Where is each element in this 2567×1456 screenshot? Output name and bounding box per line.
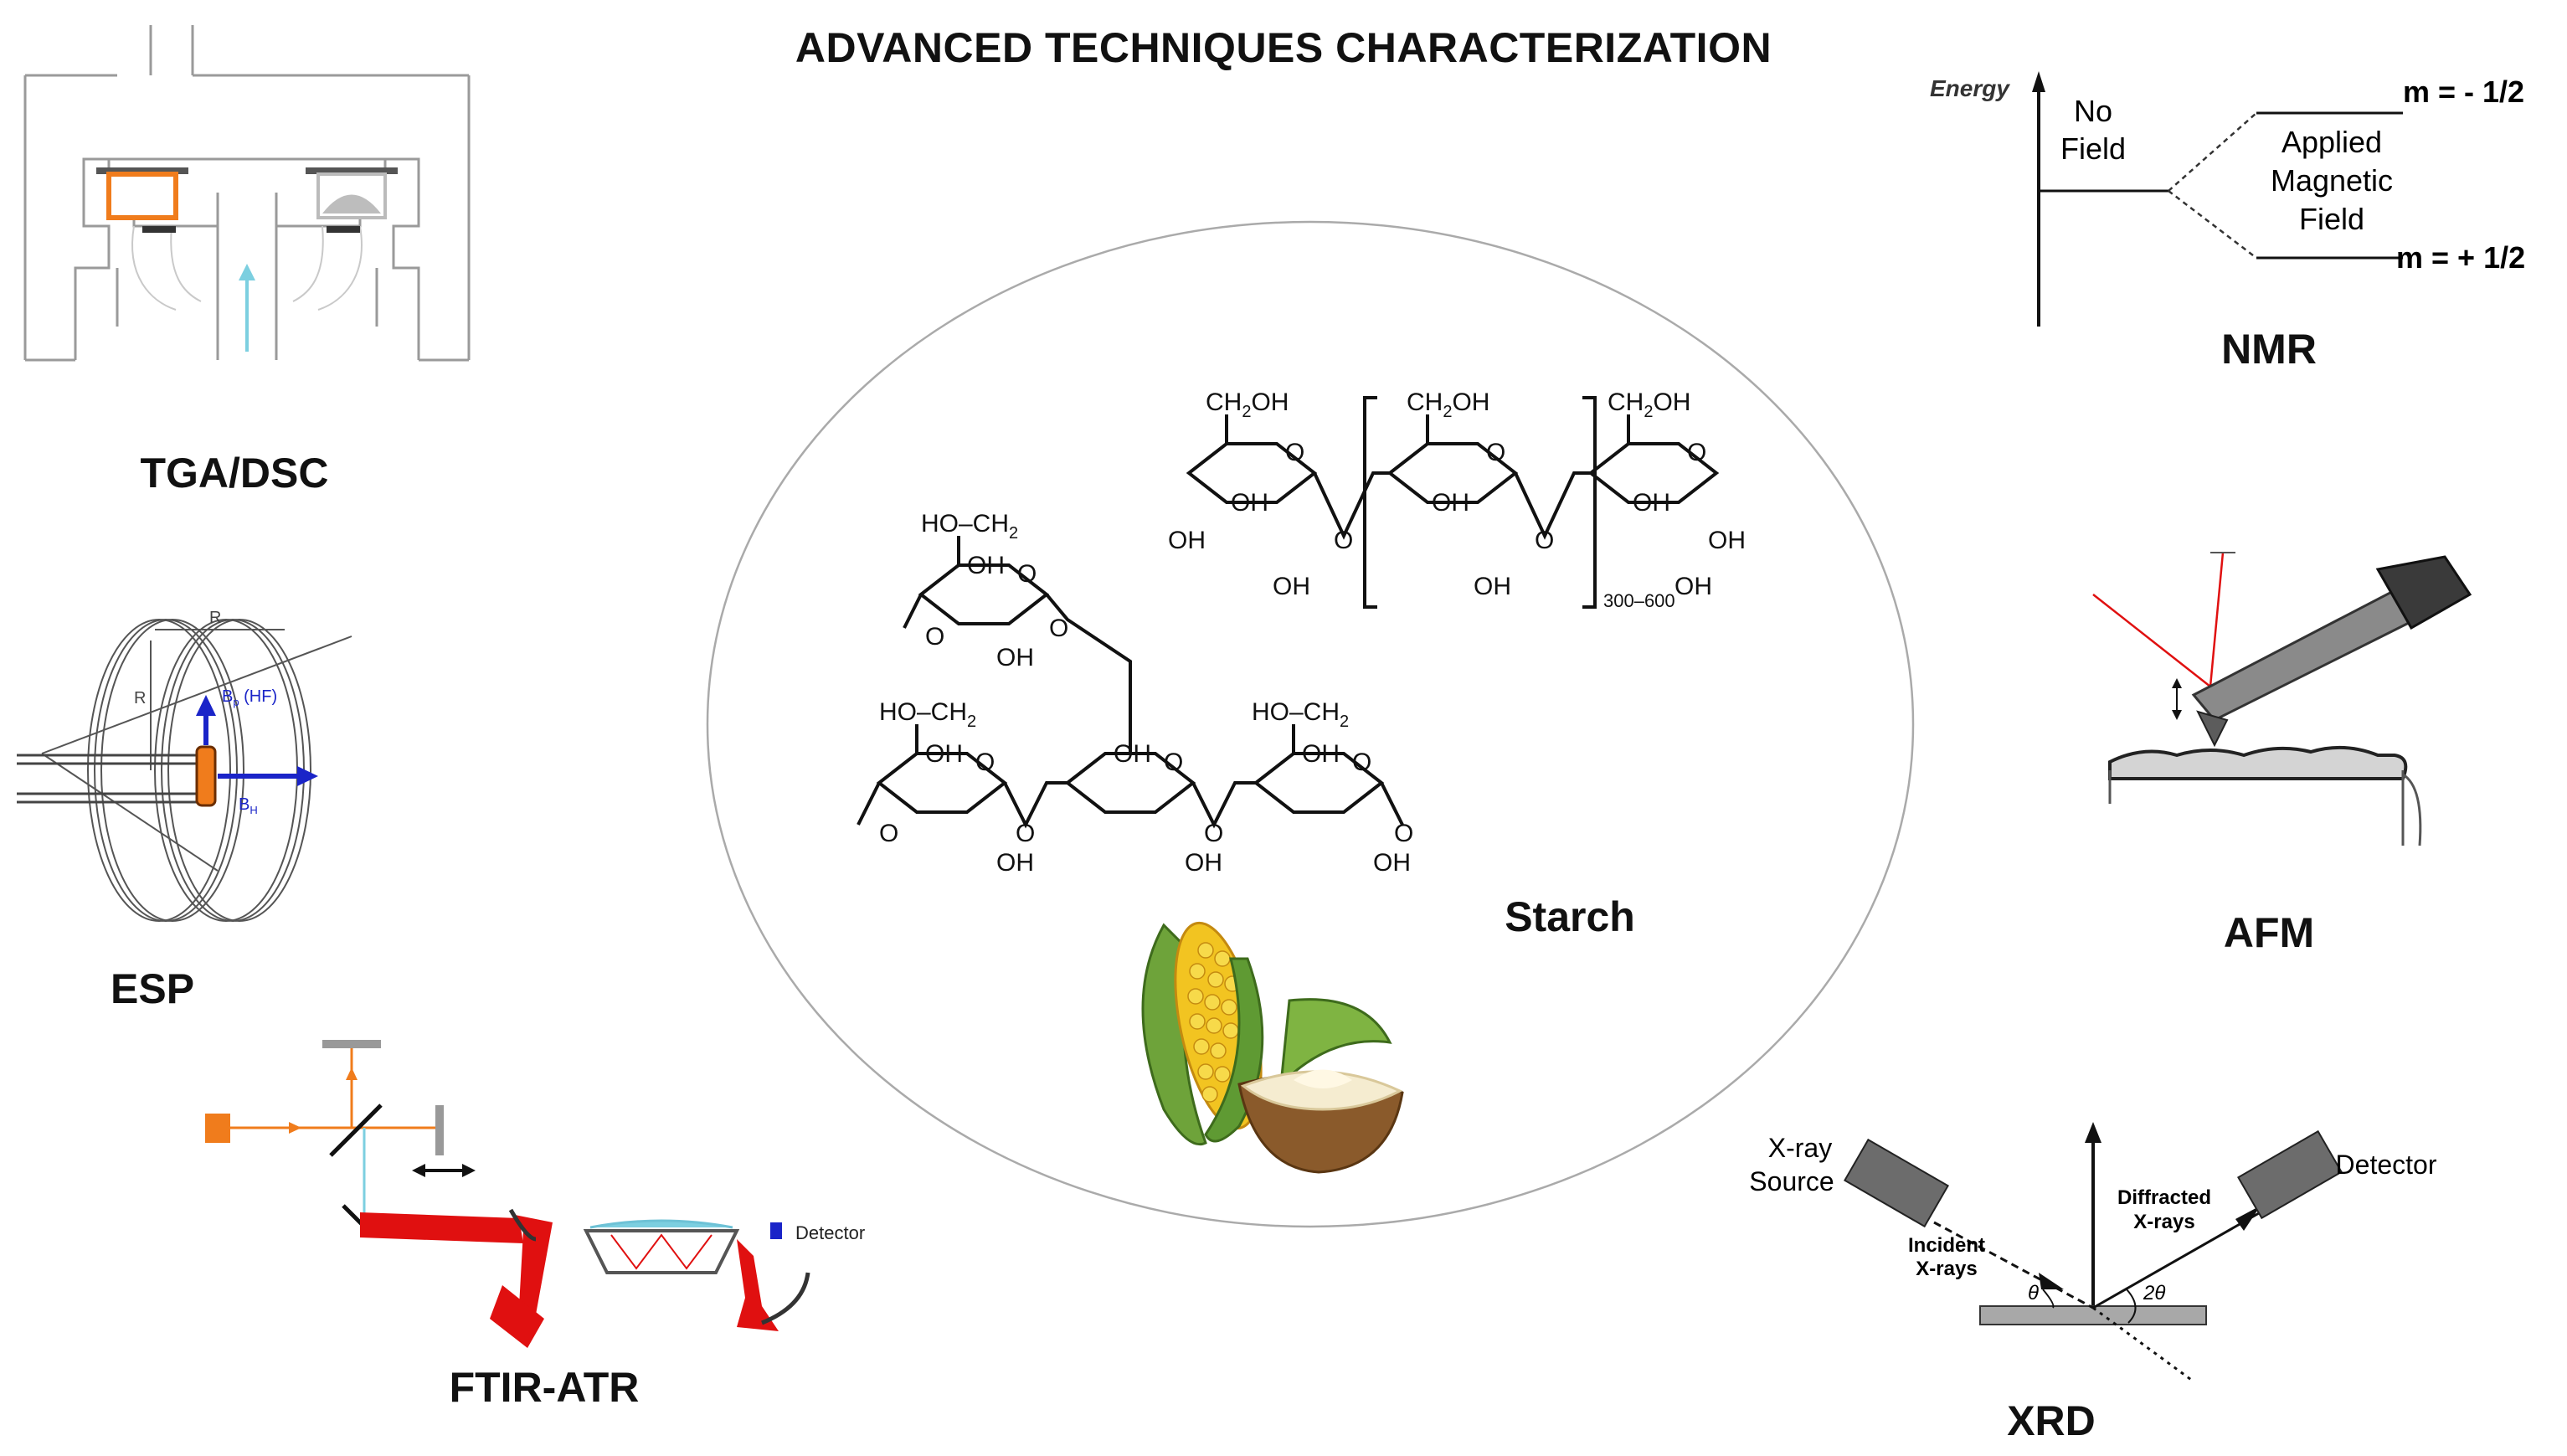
starch-structure: CH2OH CH2OH CH2OH HO–CH2 HO–CH2 HO–CH2 O… xyxy=(857,388,1746,877)
xrd-source-label-1: X-ray xyxy=(1768,1133,1832,1163)
svg-text:CH2OH: CH2OH xyxy=(1206,388,1289,421)
svg-text:OH: OH xyxy=(925,740,963,768)
svg-text:OH: OH xyxy=(1114,740,1151,768)
starch-center-ellipse xyxy=(706,220,1915,1228)
svg-text:O: O xyxy=(1334,527,1353,554)
svg-text:OH: OH xyxy=(1474,573,1511,600)
svg-text:O: O xyxy=(879,820,898,847)
svg-text:OH: OH xyxy=(1302,740,1340,768)
nmr-no-label: No xyxy=(2074,94,2112,128)
svg-text:OH: OH xyxy=(1231,489,1268,517)
xrd-diagram: X-ray Source Detector Incident X-rays Di… xyxy=(1749,1122,2437,1383)
svg-text:CH2OH: CH2OH xyxy=(1608,388,1690,421)
svg-text:OH: OH xyxy=(1432,489,1469,517)
esp-diagram: R R Bp (HF) BH xyxy=(17,609,352,922)
svg-text:O: O xyxy=(1394,820,1413,847)
starch-atom-labels: CH2OH CH2OH CH2OH HO–CH2 HO–CH2 HO–CH2 O… xyxy=(879,388,1746,877)
nmr-m-top: m = - 1/2 xyxy=(2403,75,2524,109)
svg-text:O: O xyxy=(1204,820,1223,847)
xrd-detector-label: Detector xyxy=(2336,1150,2437,1180)
nmr-energy-label: Energy xyxy=(1930,75,2010,101)
svg-text:HO–CH2: HO–CH2 xyxy=(921,510,1018,543)
svg-text:OH: OH xyxy=(1168,527,1206,554)
esp-bh-label: BH xyxy=(239,795,258,816)
svg-text:O: O xyxy=(1535,527,1554,554)
xrd-diffracted-label-1: Diffracted xyxy=(2117,1186,2211,1209)
svg-text:O: O xyxy=(1352,749,1371,776)
esp-label: ESP xyxy=(111,965,195,1012)
nmr-magnetic-label: Magnetic xyxy=(2271,163,2393,198)
svg-text:300–600: 300–600 xyxy=(1603,590,1675,611)
svg-text:O: O xyxy=(1049,615,1068,642)
svg-text:O: O xyxy=(1687,439,1706,466)
svg-text:OH: OH xyxy=(996,849,1034,877)
svg-text:HO–CH2: HO–CH2 xyxy=(1252,698,1349,731)
svg-text:OH: OH xyxy=(1674,573,1712,600)
svg-text:CH2OH: CH2OH xyxy=(1407,388,1489,421)
svg-text:O: O xyxy=(1486,439,1505,466)
ftir-atr-label: FTIR-ATR xyxy=(449,1364,640,1411)
esp-bp-label: Bp (HF) xyxy=(222,687,277,708)
svg-text:O: O xyxy=(1164,749,1183,776)
xrd-label: XRD xyxy=(2007,1397,2096,1444)
xrd-incident-label-2: X-rays xyxy=(1916,1258,1977,1280)
svg-text:OH: OH xyxy=(1373,849,1411,877)
nmr-field-label: Field xyxy=(2060,131,2126,166)
xrd-incident-label-1: Incident xyxy=(1908,1234,1985,1257)
nmr-applied-label: Applied xyxy=(2281,125,2382,159)
svg-text:OH: OH xyxy=(1273,573,1310,600)
svg-text:OH: OH xyxy=(996,644,1034,671)
xrd-source-label-2: Source xyxy=(1749,1166,1834,1196)
svg-text:OH: OH xyxy=(1633,489,1670,517)
esp-r-left: R xyxy=(134,689,146,707)
svg-text:HO–CH2: HO–CH2 xyxy=(879,698,976,731)
tga-dsc-diagram xyxy=(23,25,471,362)
nmr-field2-label: Field xyxy=(2299,202,2364,236)
nmr-diagram: Energy No Field Applied Magnetic Field m… xyxy=(1930,71,2525,327)
esp-r-top: R xyxy=(209,609,221,627)
svg-text:OH: OH xyxy=(1708,527,1746,554)
xrd-theta-label: θ xyxy=(2028,1282,2039,1304)
svg-text:O: O xyxy=(1016,820,1035,847)
svg-text:O: O xyxy=(925,623,944,651)
ftir-atr-diagram: Detector xyxy=(205,1040,865,1348)
svg-text:OH: OH xyxy=(1185,849,1222,877)
page-title: ADVANCED TECHNIQUES CHARACTERIZATION xyxy=(795,24,1772,71)
svg-text:O: O xyxy=(975,749,995,776)
afm-label: AFM xyxy=(2223,909,2315,956)
afm-diagram xyxy=(2092,552,2472,846)
starch-label: Starch xyxy=(1505,893,1635,940)
svg-text:OH: OH xyxy=(967,552,1005,579)
svg-text:O: O xyxy=(1285,439,1304,466)
nmr-label: NMR xyxy=(2221,326,2317,373)
corn-and-bowl-illustration xyxy=(1141,921,1404,1174)
xrd-diffracted-label-2: X-rays xyxy=(2133,1211,2194,1233)
nmr-m-bottom: m = + 1/2 xyxy=(2396,240,2525,275)
svg-text:O: O xyxy=(1017,560,1037,588)
tga-dsc-label: TGA/DSC xyxy=(140,450,329,496)
xrd-two-theta-label: 2θ xyxy=(2143,1282,2165,1304)
ftir-detector-label: Detector xyxy=(795,1222,865,1243)
